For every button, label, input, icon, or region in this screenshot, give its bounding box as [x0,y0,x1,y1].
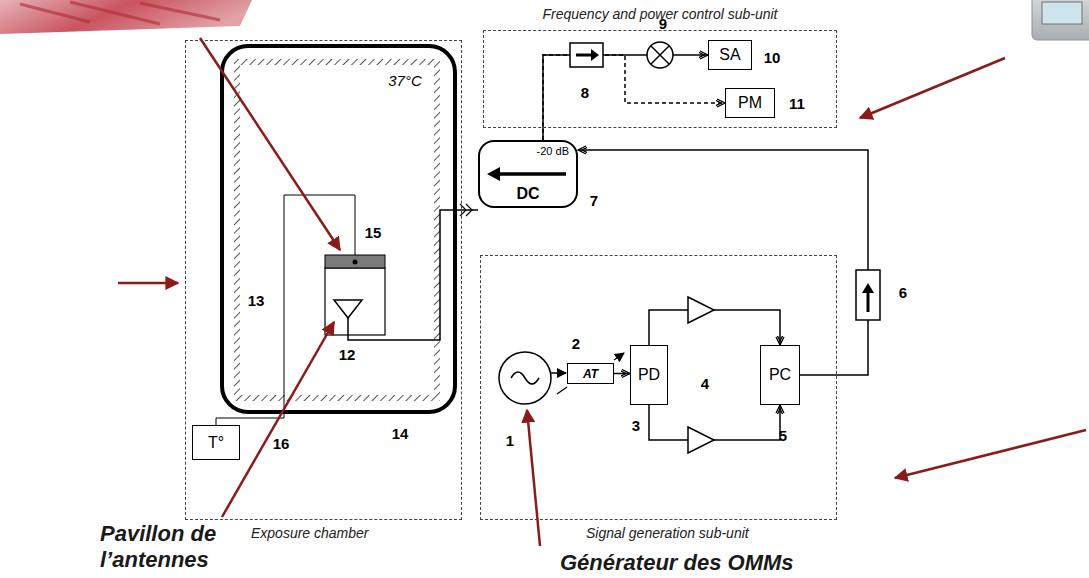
callout-number: 10 [764,50,781,65]
sample-holder [325,268,385,335]
signal-connector [578,150,868,375]
callout-number: 13 [248,293,265,308]
sine-symbol [511,372,539,384]
leader-arrow [222,322,334,517]
leader-arrow [527,410,540,546]
mixer-symbol [647,42,673,68]
box-label: PC [769,366,791,384]
callout-number: 4 [701,376,709,391]
oscillator-symbol [499,352,551,404]
callout-number: 6 [899,285,907,300]
sample-dish [325,255,385,268]
device-screen [1042,2,1082,24]
callout-number: 15 [365,225,382,240]
antenna-cable [348,210,478,340]
isolator-arrow [862,283,874,293]
thermometer-box: T° [192,425,240,460]
signal-connector [649,405,780,440]
box-label: T° [208,434,224,452]
probe-tip [353,260,358,265]
coupler-box: -20 dB DC [478,140,578,208]
region-heading: Signal generation sub-unit [586,525,749,541]
absorber-lining [237,62,437,398]
leader-arrow [118,282,178,285]
amplifier-symbol [688,297,714,323]
callout-number: 14 [392,426,409,441]
box-label: PM [738,94,762,112]
horn-antenna [334,300,362,318]
power-meter-box: PM [725,88,775,118]
divider-box: PD [630,345,668,405]
callout-number: 12 [339,347,356,362]
connector-group [543,55,868,440]
coupler-arrow [498,172,566,176]
callout-number: 5 [779,428,787,443]
box-label: SA [719,46,740,64]
isolator-arrow [867,292,870,312]
box-label: DC [516,185,539,203]
device-photo [1032,0,1089,40]
oscillator-wire [551,372,566,374]
annotation-label: Générateur des OMMs [560,550,794,576]
isolator-arrow [576,54,592,57]
mixer-cross [651,46,669,64]
callout-number: 1 [506,433,514,448]
sub-unit-region: Signal generation sub-unitATPDPC [480,255,837,520]
attenuator-box: AT [567,363,614,384]
sub-unit-region: Exposure chamberT° [185,40,462,520]
box-label: PD [638,366,660,384]
callout-number: 3 [632,418,640,433]
temperature-label: 37°C [388,73,422,88]
coupler-arrow [487,167,500,181]
analyzer-box: SA [708,40,752,70]
callout-number: 16 [273,436,290,451]
callout-number: 9 [659,16,667,31]
callout-number: 2 [572,336,580,351]
photo-strip [0,0,252,34]
box-label: AT [583,367,598,381]
leader-arrow [860,58,1005,118]
isolator-arrow [591,49,599,61]
photo-detail [20,2,220,24]
callout-number: 7 [590,193,598,208]
chamber-wall [222,46,455,412]
combiner-box: PC [760,345,800,405]
sub-unit-region: Frequency and power control sub-unitSAPM [483,30,837,128]
signal-connector [614,373,630,375]
attenuator-arrow [614,353,624,360]
amplifier-symbol [688,427,714,453]
isolator-symbol [856,270,880,320]
signal-connector [649,310,780,345]
callout-number: 11 [789,96,805,111]
attenuator-arrow [557,387,567,394]
leader-arrow [200,38,340,250]
isolator-symbol [570,43,603,67]
callout-number: 8 [581,85,589,100]
leader-arrow [895,430,1086,478]
region-heading: Exposure chamber [251,525,369,541]
box-label: -20 dB [537,145,569,157]
annotation-label: Pavillon de l’antennes [100,521,232,573]
